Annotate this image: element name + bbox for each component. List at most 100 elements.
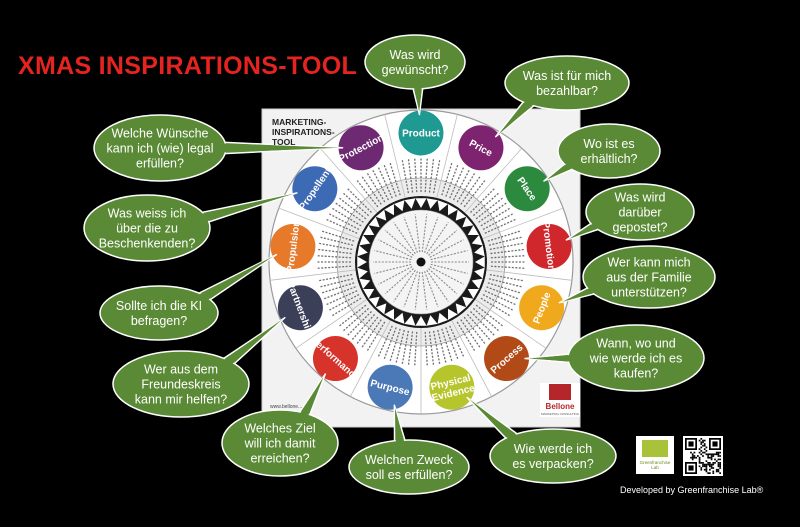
segment-text-line — [490, 248, 525, 255]
bubble-pointer-cover — [498, 87, 544, 135]
segment-text-line — [366, 321, 386, 352]
segment-circle — [526, 223, 572, 269]
bubble-shape — [348, 439, 470, 495]
segment-text-line — [325, 218, 358, 234]
hub-triangle — [471, 234, 483, 246]
segment-text-line — [372, 169, 390, 201]
segment-divider — [319, 147, 378, 213]
hub-triangle — [357, 245, 368, 257]
segment-text-line — [377, 166, 393, 199]
segment-text-line — [342, 192, 370, 217]
segment-propellent[interactable]: Propellent — [292, 165, 338, 213]
bubble-shape — [221, 409, 339, 477]
segment-text-line — [488, 236, 523, 246]
segment-text-line — [361, 176, 382, 205]
segment-text-line — [407, 158, 414, 193]
hub-triangle — [415, 316, 427, 326]
segment-text-line — [331, 297, 362, 317]
hub-triangle — [426, 315, 438, 326]
segment-circle — [312, 336, 358, 382]
segment-text-line — [489, 273, 524, 282]
wheel-center-pin — [416, 257, 426, 267]
segment-text-line — [389, 162, 401, 196]
segment-text-line — [347, 311, 372, 336]
segment-place[interactable]: Place — [504, 166, 550, 212]
hub-text-line — [384, 229, 414, 256]
bubble-shape — [585, 183, 695, 241]
segment-text-line — [356, 316, 379, 345]
segment-divider — [270, 269, 356, 281]
segment-circle — [270, 223, 316, 269]
hub-triangle — [375, 303, 387, 315]
bellone-mark-icon — [549, 384, 571, 400]
segment-partnership[interactable]: Partnership — [277, 280, 323, 336]
segment-text-line — [472, 307, 500, 332]
hub-triangle — [368, 216, 380, 228]
hub-text-line — [421, 214, 428, 253]
segment-text-line — [325, 290, 358, 306]
segment-text-line — [432, 330, 441, 365]
segment-text-line — [472, 192, 500, 217]
segment-text-line — [389, 328, 401, 362]
logo-text: Greenfranchise Lab — [639, 460, 671, 470]
segment-text-line — [317, 265, 352, 269]
segment-text-line — [484, 290, 517, 306]
segment-price[interactable]: Price — [458, 125, 504, 171]
segment-promotion[interactable]: Promotion — [526, 221, 572, 272]
hub-text-line — [374, 263, 412, 275]
segment-people[interactable]: People — [519, 285, 565, 331]
hub-triangle — [375, 209, 387, 221]
segment-text-line — [317, 255, 352, 259]
segment-product[interactable]: Product — [398, 110, 444, 156]
segment-physical-evidence[interactable]: PhysicalEvidence — [428, 364, 476, 410]
hub-triangle — [462, 216, 474, 228]
bubble-shape — [504, 55, 630, 111]
hub-triangle — [437, 312, 449, 324]
segment-text-line — [414, 331, 418, 366]
hub-triangle — [475, 256, 485, 268]
segment-text-line — [449, 325, 465, 358]
segment-text-line — [424, 158, 428, 193]
qr-code-icon[interactable] — [683, 436, 723, 476]
hub-triangle — [359, 234, 371, 246]
segment-process[interactable]: Process — [484, 336, 530, 382]
segment-text-line — [466, 313, 491, 341]
segment-text-line — [463, 316, 486, 345]
bubble-pointer-cover — [546, 152, 586, 180]
hub-text-line — [429, 266, 464, 285]
segment-text-line — [338, 304, 367, 327]
segment-text-line — [323, 286, 356, 300]
segment-text-line — [342, 307, 370, 332]
segment-text-line — [456, 172, 476, 203]
bubble-pointer-cover — [185, 256, 274, 312]
segment-text-line — [321, 230, 355, 242]
segment-text-line — [321, 282, 355, 294]
bellone-logo: Bellone MARKETING CONSULTING — [540, 383, 580, 417]
hub-triangle — [393, 200, 405, 212]
bubble-pointer-cover — [196, 142, 340, 154]
inspiration-wheel: ProductPricePlacePromotionPeopleProcessP… — [268, 109, 574, 415]
segment-circle — [429, 364, 475, 410]
leaf-icon — [642, 440, 668, 457]
segment-text-line — [489, 242, 524, 251]
segment-propulsion[interactable]: Propulsion — [270, 220, 316, 273]
segment-text-line — [347, 188, 372, 213]
segment-divider — [482, 207, 564, 239]
segment-protection[interactable]: Protection — [337, 125, 386, 171]
hub-triangle — [404, 198, 416, 209]
segment-purpose[interactable]: Purpose — [367, 364, 413, 410]
